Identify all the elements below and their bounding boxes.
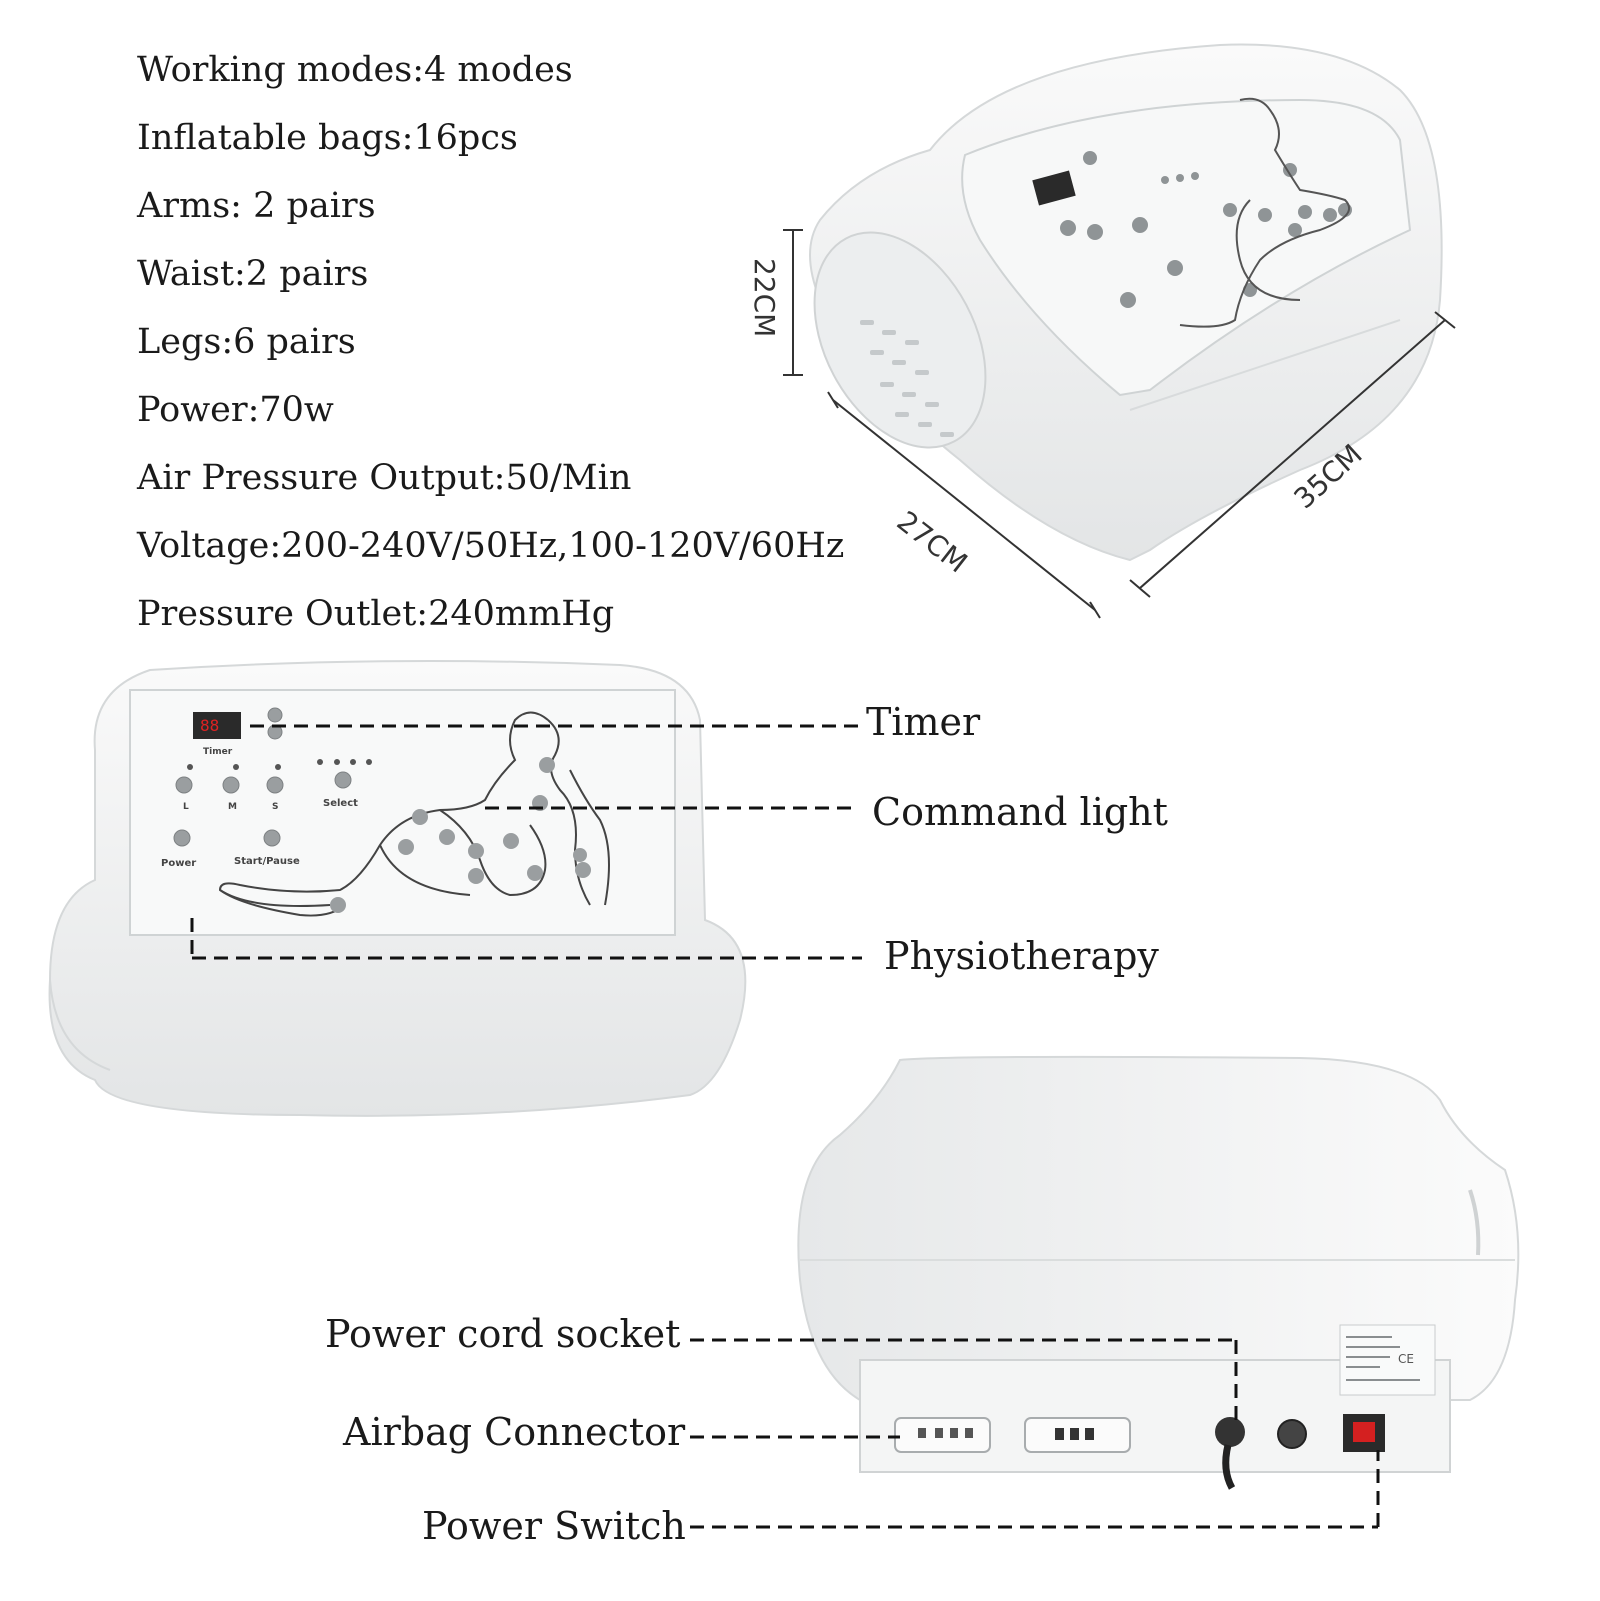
- spec-power: Power:70w: [137, 390, 334, 430]
- callout-command-light: Command light: [872, 790, 1168, 834]
- angled-device: [809, 43, 1443, 562]
- svg-text:88: 88: [200, 716, 219, 735]
- angled-timer-display: [1032, 170, 1076, 206]
- panel-label-start-pause: Start/Pause: [234, 856, 300, 867]
- callout-airbag-connector: Airbag Connector: [343, 1410, 686, 1454]
- svg-text:CE: CE: [1398, 1352, 1414, 1366]
- body-figure-outline: [218, 711, 610, 917]
- panel-buttons: [173, 707, 352, 847]
- panel-label-power: Power: [161, 858, 196, 869]
- start-pause-button[interactable]: [263, 829, 281, 847]
- intensity-s-button[interactable]: [266, 776, 284, 794]
- spec-legs: Legs:6 pairs: [137, 322, 356, 362]
- front-device: 88 Timer L M S Select Power Start/Pause: [48, 660, 747, 1117]
- body-command-lights: [330, 757, 591, 913]
- timer-display: [193, 712, 241, 739]
- angled-panel-buttons: [1060, 151, 1352, 308]
- spec-air-pressure: Air Pressure Output:50/Min: [137, 458, 632, 498]
- fuse-holder: [1277, 1419, 1307, 1449]
- panel-label-m: M: [228, 802, 237, 812]
- spec-arms: Arms: 2 pairs: [137, 186, 376, 226]
- select-button[interactable]: [334, 771, 352, 789]
- callout-power-cord-socket: Power cord socket: [325, 1312, 681, 1356]
- callout-physiotherapy: Physiotherapy: [884, 934, 1159, 978]
- spec-working-modes: Working modes:4 modes: [137, 50, 573, 90]
- vent-slots: [860, 320, 954, 437]
- spec-voltage: Voltage:200-240V/50Hz,100-120V/60Hz: [137, 526, 845, 566]
- intensity-l-button[interactable]: [175, 776, 193, 794]
- back-leader-lines: [690, 1338, 1380, 1529]
- intensity-m-button[interactable]: [222, 776, 240, 794]
- panel-label-l: L: [183, 802, 189, 812]
- panel-label-select: Select: [323, 798, 358, 809]
- spec-sticker: [1339, 1324, 1436, 1396]
- power-button[interactable]: [173, 829, 191, 847]
- spec-inflatable-bags: Inflatable bags:16pcs: [137, 118, 518, 158]
- callout-power-switch: Power Switch: [422, 1504, 686, 1548]
- dimension-depth-label: 27CM: [891, 505, 974, 580]
- spec-waist: Waist:2 pairs: [137, 254, 369, 294]
- power-cord-socket[interactable]: [1215, 1417, 1245, 1447]
- power-cord: [1222, 1444, 1236, 1490]
- spec-pressure-outlet: Pressure Outlet:240mmHg: [137, 594, 615, 634]
- dimension-height-label: 22CM: [748, 258, 781, 337]
- front-leader-lines: [190, 724, 862, 960]
- panel-label-s: S: [272, 802, 278, 812]
- callout-timer: Timer: [866, 700, 981, 744]
- panel-label-timer: Timer: [203, 747, 233, 757]
- back-device: CE: [797, 1055, 1520, 1490]
- command-lights-mini: [187, 759, 372, 770]
- dimension-lines: [783, 229, 1456, 619]
